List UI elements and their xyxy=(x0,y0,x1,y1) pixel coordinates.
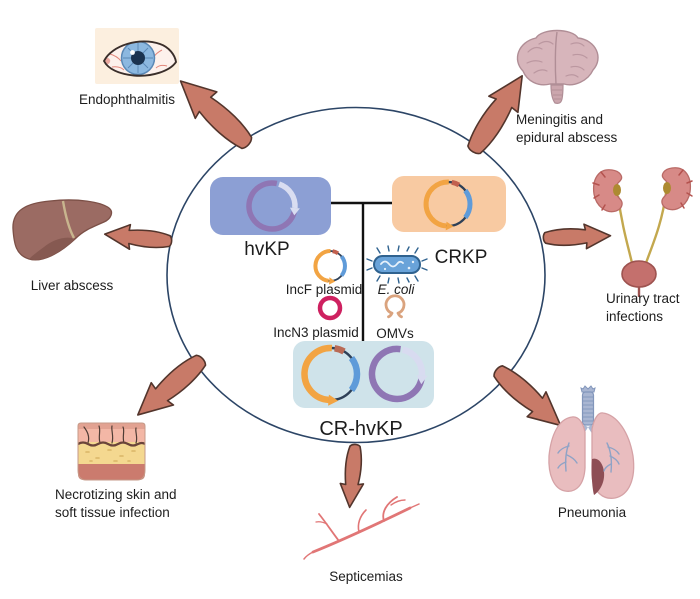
arrow-to-septicemias xyxy=(337,442,368,510)
eye-icon xyxy=(95,28,179,84)
crhvkp-plasmid-right-icon xyxy=(368,345,428,403)
hvkp-plasmid-icon xyxy=(246,180,300,232)
crkp-plasmid-icon xyxy=(423,179,473,231)
hvkp-box xyxy=(210,177,331,235)
skin-infection-label: Necrotizing skin and soft tissue infecti… xyxy=(55,487,177,521)
ecoli-label: E. coli xyxy=(377,282,415,297)
omvs-label: OMVs xyxy=(376,326,414,341)
arrow-to-urinary xyxy=(542,222,612,251)
skin-icon xyxy=(77,422,146,481)
hvkp-label: hvKP xyxy=(244,239,290,260)
lungs-icon xyxy=(548,385,635,499)
septicemias-label: Septicemias xyxy=(329,569,403,584)
ecoli-bacterium-icon xyxy=(366,245,428,284)
brain-icon xyxy=(516,29,599,104)
meningitis-label: Meningitis and epidural abscess xyxy=(516,112,618,146)
arrow-to-skin xyxy=(126,346,214,428)
connector-lines xyxy=(331,201,392,342)
crhvkp-label: CR-hvKP xyxy=(319,418,403,440)
incn3-plasmid-label: IncN3 plasmid xyxy=(273,325,359,340)
crhvkp-plasmid-left-icon xyxy=(301,344,361,406)
crkp-box xyxy=(392,176,506,232)
crhvkp-box xyxy=(293,341,434,408)
incn3-plasmid-icon xyxy=(317,295,343,321)
incf-plasmid-label: IncF plasmid xyxy=(285,282,363,297)
incf-plasmid-icon xyxy=(313,248,347,285)
liver-abscess-label: Liver abscess xyxy=(30,278,114,293)
vessel-icon xyxy=(303,496,420,560)
omv-icon xyxy=(384,294,406,319)
liver-icon xyxy=(12,199,113,261)
endophthalmitis-label: Endophthalmitis xyxy=(78,92,176,107)
crkp-label: CRKP xyxy=(434,247,488,268)
urinary-icon xyxy=(592,167,693,297)
urinary-label: Urinary tract infections xyxy=(606,291,680,325)
pneumonia-label: Pneumonia xyxy=(557,505,627,520)
arrow-to-endophthalmitis xyxy=(167,67,262,159)
arrow-to-liver xyxy=(102,221,174,255)
